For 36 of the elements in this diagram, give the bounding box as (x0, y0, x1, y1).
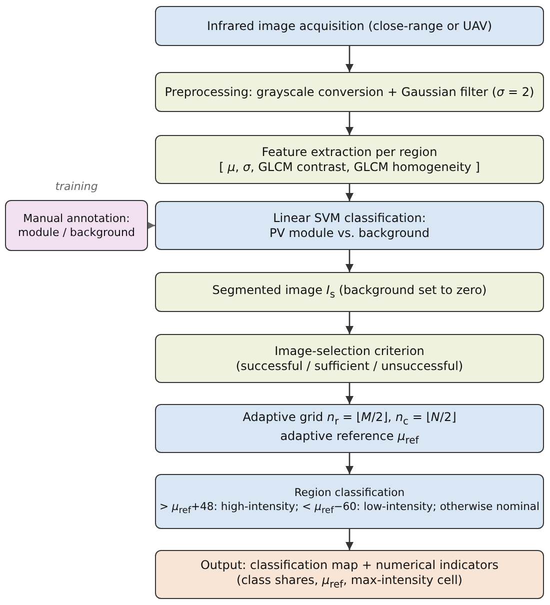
box-text: adaptive reference μ$_{ref}$ (280, 428, 419, 448)
process-box (155, 6, 544, 46)
box-text: Adaptive grid n$_{r}$ = ⌊M/2⌋, n$_{c}$ = ⌊N/2⌋ (242, 410, 456, 428)
box-text: Manual annotation: module / background (17, 212, 136, 240)
process-box (155, 334, 544, 383)
arrow (346, 112, 354, 135)
process-box (155, 550, 544, 599)
arrow (346, 184, 354, 201)
box-text: [ μ, σ, GLCM contrast, GLCM homogeneity ] (219, 160, 480, 174)
arrow (346, 383, 354, 404)
arrow (346, 250, 354, 272)
box-text: Image-selection criterion (274, 344, 424, 358)
arrow (346, 453, 354, 474)
process-box (155, 272, 544, 312)
box-text: Infrared image acquisition (close-range or UAV) (206, 18, 492, 34)
arrow (346, 312, 354, 334)
process-box (155, 201, 544, 250)
box-text: Segmented image I$_{s}$ (background set to zero) (212, 282, 487, 302)
box-text: Preprocessing: grayscale conversion + Gaussian filter (σ = 2) (164, 84, 534, 100)
process-box (5, 200, 148, 251)
process-box (155, 135, 544, 184)
box-text: > μ$_{ref}$+48: high-intensity; < μ$_{ref}$−60: low-intensity; otherwise nominal (159, 500, 540, 517)
arrow (147, 222, 155, 230)
box-text: Feature extraction per region (262, 144, 438, 160)
box-text: Region classification (294, 486, 405, 500)
box-text: Linear SVM classification: (273, 210, 426, 226)
side-label: training (54, 180, 99, 193)
box-text: (successful / sufficient / unsuccessful) (236, 358, 464, 374)
arrow (346, 46, 354, 72)
process-box (155, 72, 544, 112)
arrow (346, 529, 354, 550)
process-box (155, 474, 544, 529)
box-text: Output: classification map + numerical indicators (200, 558, 499, 573)
process-box (155, 404, 544, 453)
box-text: PV module vs. background (269, 226, 430, 240)
box-text: (class shares, μ$_{ref}$, max-intensity cell) (236, 572, 462, 592)
